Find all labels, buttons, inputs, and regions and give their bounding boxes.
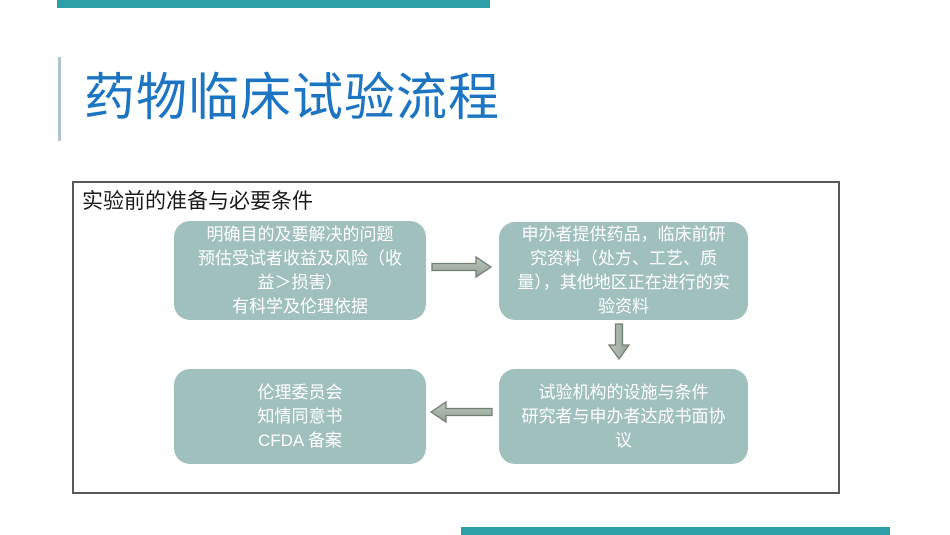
top-accent-bar bbox=[57, 0, 490, 8]
flow-box-sponsor: 申办者提供药品，临床前研究资料（处方、工艺、质量），其他地区正在进行的实验资料 bbox=[499, 222, 748, 320]
right-arrow-icon bbox=[431, 255, 493, 279]
title-accent-line bbox=[58, 57, 61, 141]
down-arrow-icon bbox=[607, 323, 631, 361]
panel-heading: 实验前的准备与必要条件 bbox=[82, 190, 313, 213]
flow-box-institution: 试验机构的设施与条件 研究者与申办者达成书面协议 bbox=[499, 369, 748, 464]
flow-panel: 实验前的准备与必要条件 明确目的及要解决的问题 预估受试者收益及风险（收益＞损害… bbox=[72, 181, 840, 494]
flow-box-ethics: 伦理委员会 知情同意书 CFDA 备案 bbox=[174, 369, 426, 464]
left-arrow-icon bbox=[429, 400, 493, 424]
flow-box-objectives: 明确目的及要解决的问题 预估受试者收益及风险（收益＞损害） 有科学及伦理依据 bbox=[174, 221, 426, 320]
bottom-accent-bar bbox=[461, 527, 890, 535]
slide-title: 药物临床试验流程 bbox=[84, 69, 501, 126]
